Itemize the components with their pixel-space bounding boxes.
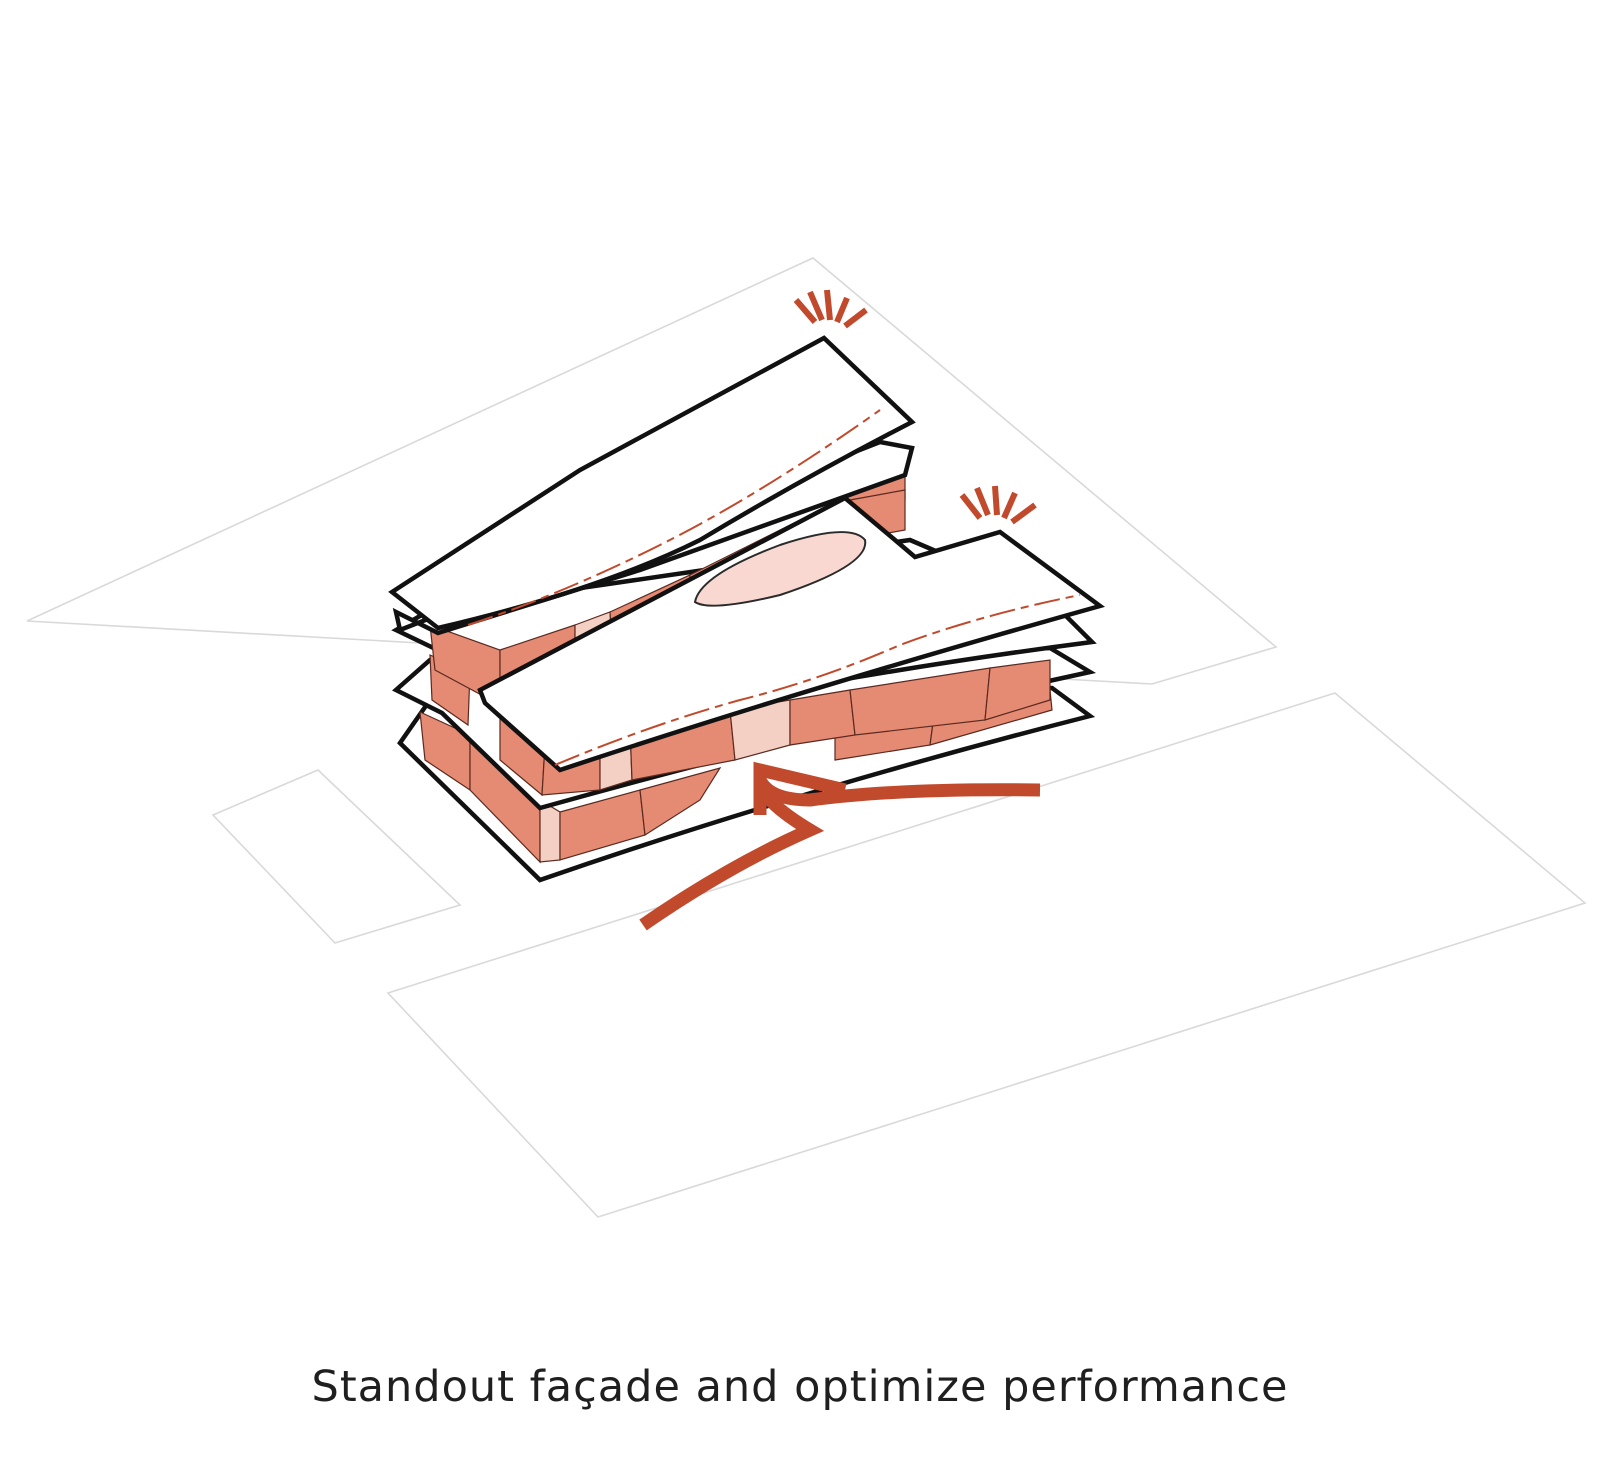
facade-panel <box>639 767 722 837</box>
facade-panel <box>984 659 1051 721</box>
facade-panel <box>789 689 856 746</box>
building-massing <box>388 289 1106 883</box>
edge-line-top <box>467 409 881 626</box>
site-parcel-left <box>211 769 462 944</box>
void-teardrop <box>693 531 867 607</box>
highlight-rays-icon <box>959 485 1037 525</box>
slab-right-wing <box>477 495 1106 773</box>
edge-line-right <box>554 594 1081 766</box>
slab-right-wing-top <box>477 495 1106 773</box>
flow-arrow-icon <box>639 761 1041 931</box>
highlight-rays-icon <box>793 289 868 329</box>
flow-arrow-head <box>753 761 847 815</box>
diagram-caption: Standout façade and optimize performance <box>311 1362 1289 1412</box>
